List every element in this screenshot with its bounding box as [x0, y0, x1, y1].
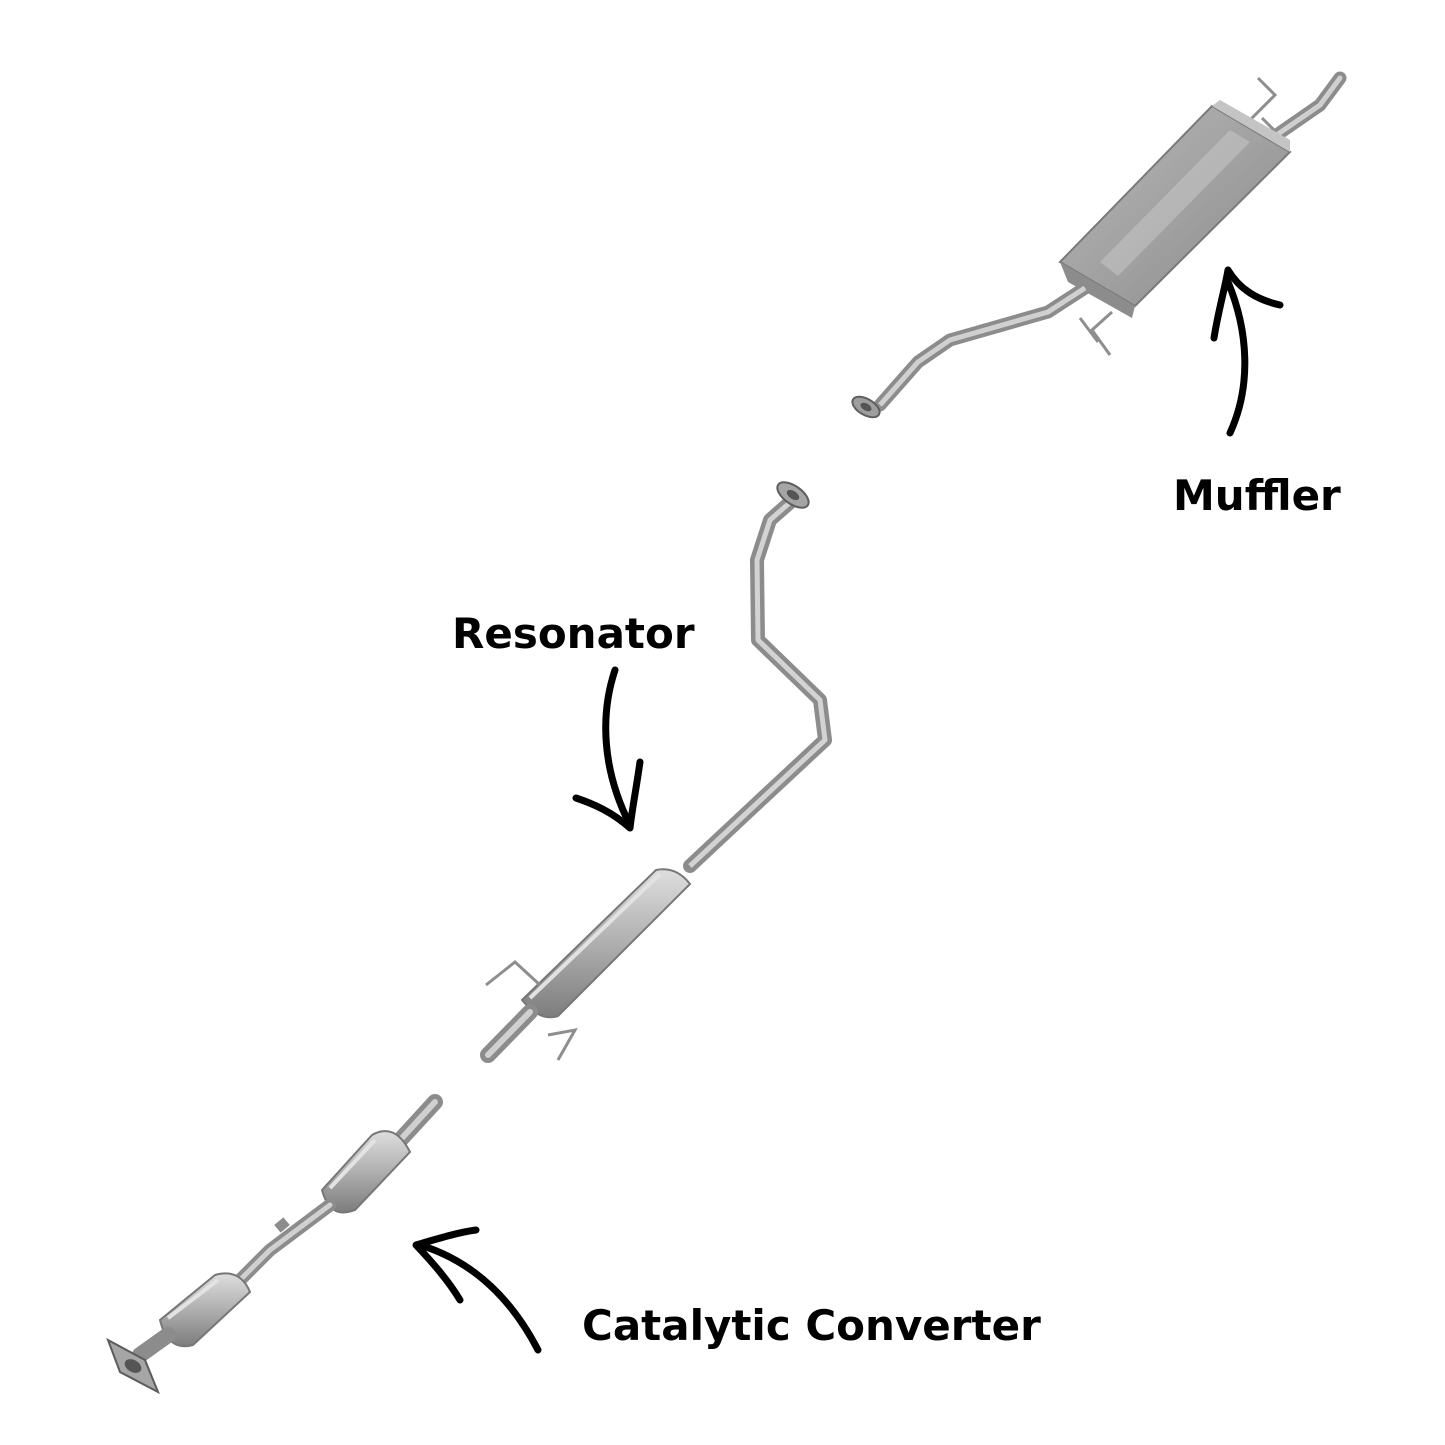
muffler-arrow — [1210, 266, 1284, 437]
catalytic-converter-label: Catalytic Converter — [582, 1301, 1041, 1350]
muffler-label: Muffler — [1173, 471, 1341, 520]
catalytic-converter-assembly — [106, 1094, 443, 1395]
catalytic-converter-upper — [320, 1130, 412, 1214]
muffler-hanger-bottom — [1078, 310, 1114, 356]
catalytic-inlet-flange — [106, 1337, 160, 1395]
resonator-label: Resonator — [452, 609, 695, 658]
oxygen-sensor-bung — [274, 1217, 290, 1233]
muffler-hanger-top — [1246, 76, 1278, 134]
resonator-assembly — [480, 481, 832, 1063]
resonator-hanger-left — [485, 960, 542, 987]
muffler-flange — [851, 395, 881, 419]
resonator-arrow — [572, 666, 644, 832]
catalytic-converter-arrow — [412, 1226, 542, 1354]
resonator-body — [520, 868, 692, 1019]
resonator-hanger-right — [547, 1027, 578, 1061]
resonator-flange — [776, 481, 810, 509]
catalytic-inlet-pipe — [132, 1327, 176, 1363]
muffler-assembly — [851, 71, 1347, 419]
muffler-body — [1058, 100, 1292, 318]
